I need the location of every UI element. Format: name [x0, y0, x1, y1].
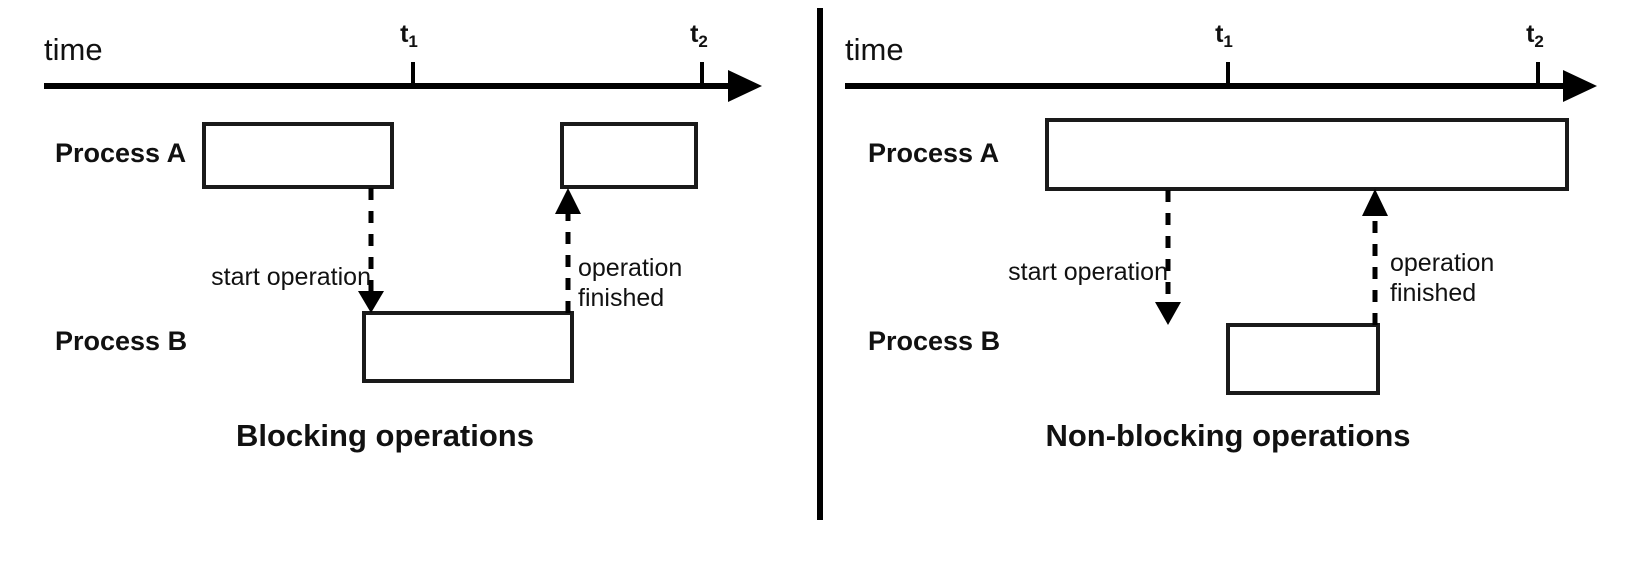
tick-label-t1-left-sub: 1 — [408, 32, 417, 51]
tick-label-t2-right-sub: 2 — [1534, 32, 1543, 51]
tick-label-t1-left: t1 — [400, 20, 418, 51]
process-b-activity-box-right — [1226, 323, 1380, 395]
tick-label-t1-right: t1 — [1215, 20, 1233, 51]
tick-label-t1-right-sub: 1 — [1223, 32, 1232, 51]
operation-finished-label-line1-right: operation — [1390, 249, 1494, 277]
tick-label-t2-right-base: t — [1526, 20, 1535, 48]
time-axis-arrowhead-right — [1563, 70, 1597, 102]
process-a-activity-box-2-left — [560, 122, 698, 189]
start-operation-arrowhead-left — [358, 291, 384, 313]
panel-non-blocking: time t1 t2 Process A Process B star — [845, 20, 1597, 453]
start-operation-arrow-right — [1155, 190, 1181, 325]
tick-label-t2-left-base: t — [690, 20, 699, 48]
operation-finished-label-line2-right: finished — [1390, 279, 1476, 307]
panel-caption-blocking: Blocking operations — [236, 418, 534, 453]
start-operation-arrowhead-right — [1155, 302, 1181, 325]
operation-finished-label-line1-left: operation — [578, 254, 682, 282]
operation-finished-arrowhead-left — [555, 188, 581, 214]
panel-caption-non-blocking: Non-blocking operations — [1045, 418, 1410, 453]
panel-blocking: time t1 t2 Process A Process B — [44, 20, 762, 453]
tick-label-t2-left-sub: 2 — [698, 32, 707, 51]
time-axis-label-left: time — [44, 32, 103, 67]
time-axis-label-right: time — [845, 32, 904, 67]
lane-label-process-b-right: Process B — [868, 326, 1000, 356]
tick-label-t1-left-base: t — [400, 20, 409, 48]
process-a-activity-box-right — [1045, 118, 1569, 191]
tick-label-t2-left: t2 — [690, 20, 708, 51]
lane-label-process-a-right: Process A — [868, 138, 999, 168]
operation-finished-arrow-left — [555, 188, 581, 313]
time-axis-right: time t1 t2 — [845, 20, 1597, 102]
process-b-activity-box-left — [362, 311, 574, 383]
start-operation-label-right: start operation — [1008, 258, 1168, 286]
time-axis-left: time t1 t2 — [44, 20, 762, 102]
process-a-activity-box-1-left — [202, 122, 394, 189]
operation-finished-arrowhead-right — [1362, 189, 1388, 216]
time-axis-arrowhead-left — [728, 70, 762, 102]
start-operation-arrow-left — [358, 188, 384, 313]
tick-label-t2-right: t2 — [1526, 20, 1544, 51]
operation-finished-arrow-right — [1362, 189, 1388, 325]
tick-label-t1-right-base: t — [1215, 20, 1224, 48]
start-operation-label-left: start operation — [211, 263, 371, 291]
lane-label-process-b-left: Process B — [55, 326, 187, 356]
lane-label-process-a-left: Process A — [55, 138, 186, 168]
operation-finished-label-line2-left: finished — [578, 284, 664, 312]
